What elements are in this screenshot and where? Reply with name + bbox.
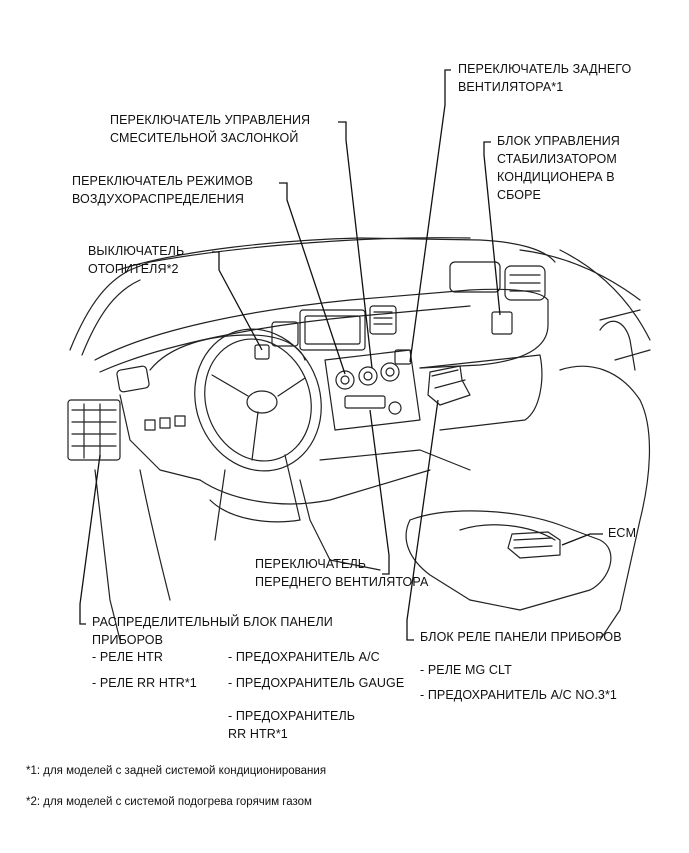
ecm-part <box>507 531 561 559</box>
label-rear-blower-switch: ПЕРЕКЛЮЧАТЕЛЬ ЗАДНЕГО ВЕНТИЛЯТОРА*1 <box>458 62 632 94</box>
leader-air-mix <box>338 121 373 369</box>
center-vent-right <box>369 305 397 335</box>
label-instrument-relay-block: БЛОК РЕЛЕ ПАНЕЛИ ПРИБОРОВ <box>420 630 622 644</box>
steering-wheel <box>194 328 322 472</box>
label-fuse-gauge: - ПРЕДОХРАНИТЕЛЬ GAUGE <box>228 676 405 690</box>
ac-amplifier-part <box>491 311 513 335</box>
passenger-seat <box>559 365 651 641</box>
label-relay-mg-clt: - РЕЛЕ MG CLT <box>420 663 512 677</box>
center-vent-left <box>271 321 299 347</box>
label-relay-htr: - РЕЛЕ HTR <box>92 650 164 664</box>
label-front-blower-switch: ПЕРЕКЛЮЧАТЕЛЬ ПЕРЕДНЕГО ВЕНТИЛЯТОРА <box>255 557 429 589</box>
label-instrument-junction-block: РАСПРЕДЕЛИТЕЛЬНЫЙ БЛОК ПАНЕЛИ ПРИБОРОВ <box>92 615 333 647</box>
glovebox <box>419 354 543 431</box>
leader-front-blower <box>369 409 390 575</box>
relay-block-part <box>427 365 471 406</box>
windshield-edge <box>149 237 471 263</box>
label-ac-amplifier: БЛОК УПРАВЛЕНИЯ СТАБИЛИЗАТОРОМ КОНДИЦИОН… <box>497 134 620 202</box>
heater-switch-part <box>254 344 270 360</box>
leader-mode <box>279 182 346 375</box>
a-pillar <box>69 261 151 351</box>
blower-knob <box>380 362 400 382</box>
leader-junction <box>79 454 101 625</box>
mode-knob <box>335 370 355 390</box>
leader-ecm <box>561 533 603 546</box>
junction-block-part <box>67 399 121 461</box>
airmix-knob <box>358 366 378 386</box>
leader-rear-blower <box>409 69 451 363</box>
label-fuse-ac-no3: - ПРЕДОХРАНИТЕЛЬ A/C NO.3*1 <box>420 688 617 702</box>
label-mode-switch: ПЕРЕКЛЮЧАТЕЛЬ РЕЖИМОВ ВОЗДУХОРАСПРЕДЕЛЕН… <box>72 174 254 206</box>
side-vent-right <box>504 265 546 301</box>
footnote-1: *1: для моделей с задней системой кондиц… <box>26 765 327 777</box>
dashboard-top <box>94 288 549 369</box>
footnote-2: *2: для моделей с системой подогрева гор… <box>26 796 312 808</box>
leader-ac-amp <box>483 141 501 316</box>
label-ecm: ECM <box>608 526 637 540</box>
leader-relay-block <box>406 399 439 641</box>
center-console <box>324 349 421 431</box>
side-vent-left <box>116 365 150 393</box>
label-relay-rr-htr: - РЕЛЕ RR HTR*1 <box>92 676 197 690</box>
label-air-mix-switch: ПЕРЕКЛЮЧАТЕЛЬ УПРАВЛЕНИЯ СМЕСИТЕЛЬНОЙ ЗА… <box>110 113 311 145</box>
leader-heater <box>212 251 263 351</box>
label-fuse-rr-htr: - ПРЕДОХРАНИТЕЛЬ RR HTR*1 <box>228 709 356 741</box>
label-fuse-ac: - ПРЕДОХРАНИТЕЛЬ A/C <box>228 650 380 664</box>
label-heater-switch: ВЫКЛЮЧАТЕЛЬ ОТОПИТЕЛЯ*2 <box>88 244 185 276</box>
